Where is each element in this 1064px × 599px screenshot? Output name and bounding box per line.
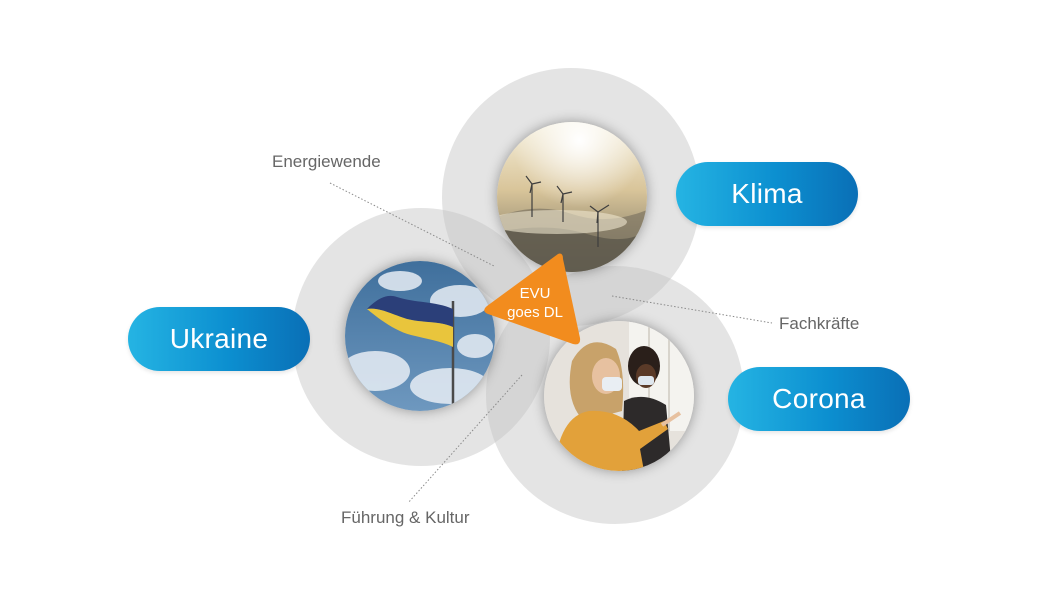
center-label-line2: goes DL (507, 304, 563, 321)
topic-pill-ukraine-label: Ukraine (169, 323, 269, 354)
center-label: EVU goes DL (500, 284, 570, 322)
wind-turbines-photo (497, 122, 647, 272)
topic-pill-corona-label: Corona (772, 383, 866, 414)
topic-pill-corona[interactable]: Corona (728, 367, 910, 431)
topic-pill-ukraine[interactable]: Ukraine (128, 307, 310, 371)
ukraine-flag-photo (345, 261, 495, 411)
topic-pill-klima-label: Klima (731, 178, 803, 209)
center-label-line1: EVU (519, 285, 551, 302)
center-triangle (484, 253, 581, 345)
masked-people-photo (544, 321, 694, 471)
annotation-fachkraefte: Fachkräfte (779, 314, 860, 333)
topic-pill-klima[interactable]: Klima (676, 162, 858, 226)
annotation-energiewende: Energiewende (272, 152, 381, 171)
annotation-fuehrung-kultur: Führung & Kultur (341, 508, 470, 527)
